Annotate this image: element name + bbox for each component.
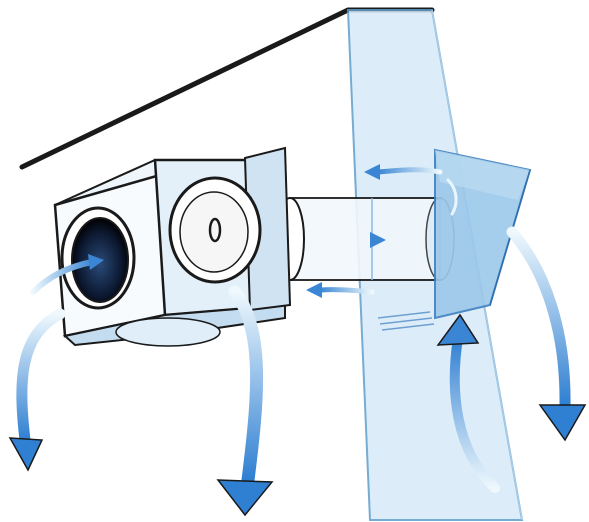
arrowhead-icon — [10, 438, 42, 470]
airflow-arrow-icon — [320, 290, 372, 292]
fan-disc-icon — [170, 178, 260, 282]
airflow-arrow-icon — [378, 170, 440, 172]
arrowhead-icon — [218, 480, 272, 515]
arrowhead-icon — [540, 405, 585, 440]
airflow-arrow-icon — [512, 232, 565, 405]
airflow-arrow-icon — [22, 314, 60, 440]
bottom-grille — [116, 318, 220, 346]
